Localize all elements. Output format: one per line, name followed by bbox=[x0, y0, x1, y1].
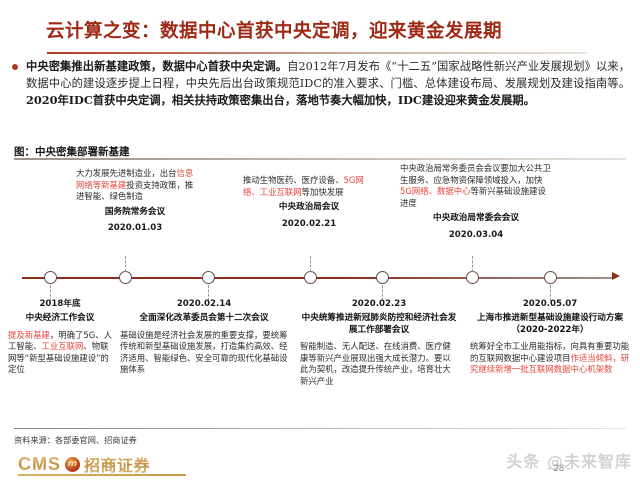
cms-logo: CMS m 招商证券 bbox=[18, 452, 150, 476]
timeline-item-date: 2020.02.14 bbox=[176, 299, 232, 309]
header-divider bbox=[47, 52, 587, 54]
bullet-icon bbox=[12, 64, 18, 70]
timeline-node bbox=[118, 271, 132, 284]
paragraph-rest: 自2012年7月发布《“十二五”国家战略性新兴产业发展规划》以来，数据中心的建设… bbox=[26, 60, 630, 90]
timeline-item-meeting: 上海市推进新型基础设施建设行动方案（2020-2022年） bbox=[476, 313, 624, 335]
timeline-connector bbox=[382, 285, 383, 301]
timeline-node bbox=[303, 271, 317, 284]
timeline-connector bbox=[472, 256, 473, 272]
timeline-item-t-2020-02-21: 推动生物医药、医疗设备、5G网络、工业互联网等加快发展中央政治局会议 2020.0… bbox=[243, 175, 375, 230]
page-title: 云计算之变：数据中心首获中央定调，迎来黄金发展期 bbox=[46, 21, 503, 42]
timeline-connector bbox=[125, 256, 126, 272]
timeline-item-t-2020-05-07: 2020.05.07 上海市推进新型基础设施建设行动方案（2020-2022年） 统… bbox=[470, 298, 630, 376]
timeline-arrow-icon bbox=[612, 272, 620, 280]
timeline-node bbox=[465, 271, 479, 284]
timeline-item-meeting: 中央政治局常委会会议 bbox=[433, 213, 519, 224]
timeline-item-date: 2020.05.07 bbox=[522, 299, 578, 309]
timeline-item-t-2018-end: 2018年底中央经济工作会议提及新基建，明确了5G、人工智能、工业互联网、物联网… bbox=[8, 298, 112, 376]
timeline-item-date: 2020.01.03 bbox=[107, 223, 163, 234]
timeline-item-body: 统筹好全市工业用能指标，向具有重要功能的互联网数据中心建设项目作适当倾斜，研究继… bbox=[470, 341, 630, 375]
paragraph-tail: 2020年IDC首获中央定调，相关扶持政策密集出台，落地节奏大幅加快，IDC建设… bbox=[26, 93, 535, 107]
timeline-axis bbox=[22, 277, 614, 279]
timeline-item-body: 智能制造、无人配送、在线消费、医疗健康等新兴产业展现出强大成长潜力。要以此为契机… bbox=[300, 341, 451, 386]
timeline-item-meeting: 国务院常务会议 bbox=[104, 206, 166, 217]
timeline-item-meeting: 中央统筹推进新冠肺炎防控和经济社会发展工作部署会议 bbox=[301, 313, 457, 335]
footer-divider bbox=[14, 428, 626, 430]
timeline-item-meeting: 中央政治局会议 bbox=[278, 202, 340, 213]
timeline-item-t-2020-03-04: 中央政治局常务委员会会议要加大公共卫生服务、应急物资保障领域投入，加快5G网络、… bbox=[400, 163, 552, 241]
paragraph-lead: 中央密集推出新基建政策，数据中心首获中央定调。 bbox=[26, 59, 288, 73]
timeline-connector bbox=[50, 285, 51, 301]
timeline-item-meeting: 全面深化改革委员会第十二次会议 bbox=[139, 313, 269, 323]
timeline-item-date: 2020.02.23 bbox=[351, 299, 407, 309]
timeline-node bbox=[543, 271, 557, 284]
timeline-item-meeting: 中央经济工作会议 bbox=[25, 313, 95, 323]
timeline-item-body: 大力发展先进制造业，出台信息网络等新基建投资支持政策，推进智能、绿色制造 bbox=[76, 168, 194, 202]
intro-paragraph: 中央密集推出新基建政策，数据中心首获中央定调。自2012年7月发布《“十二五”国… bbox=[26, 58, 630, 110]
timeline-item-t-2020-02-23: 2020.02.23 中央统筹推进新冠肺炎防控和经济社会发展工作部署会议智能制造、… bbox=[300, 298, 458, 388]
timeline-connector bbox=[310, 256, 311, 272]
watermark: 头条 @未来智库 bbox=[506, 452, 632, 471]
logo-chinese-text: 招商证券 bbox=[84, 452, 150, 476]
timeline-item-t-2020-01-03: 大力发展先进制造业，出台信息网络等新基建投资支持政策，推进智能、绿色制造国务院常… bbox=[76, 168, 194, 234]
timeline-item-body: 提及新基建，明确了5G、人工智能、工业互联网、物联网等“新型基础设施建设”的定位 bbox=[8, 329, 112, 375]
timeline-item-body: 推动生物医药、医疗设备、5G网络、工业互联网等加快发展 bbox=[243, 175, 364, 197]
figure-caption: 图：中央密集部署新基建 bbox=[14, 146, 130, 158]
timeline-node bbox=[375, 271, 389, 284]
timeline-item-body: 中央政治局常务委员会会议要加大公共卫生服务、应急物资保障领域投入，加快5G网络、… bbox=[400, 163, 551, 208]
timeline-node bbox=[201, 271, 215, 284]
figure-divider bbox=[14, 158, 626, 160]
intro-paragraph-block: 中央密集推出新基建政策，数据中心首获中央定调。自2012年7月发布《“十二五”国… bbox=[12, 58, 630, 110]
timeline-item-date: 2018年底 bbox=[39, 299, 81, 309]
timeline-connector bbox=[550, 285, 551, 301]
timeline-item-date: 2020.03.04 bbox=[448, 229, 504, 240]
timeline-item-body: 基础设施是经济社会发展的重要支撑，要统筹传统和新型基础设施发展，打造集约高效、经… bbox=[120, 329, 288, 375]
timeline-item-t-2020-02-14: 2020.02.14 全面深化改革委员会第十二次会议基础设施是经济社会发展的重要支… bbox=[120, 298, 288, 376]
source-note: 资料来源：各部委官网、招商证券 bbox=[14, 435, 137, 445]
timeline-node bbox=[43, 271, 57, 284]
timeline-connector bbox=[208, 285, 209, 301]
slide-header: 云计算之变：数据中心首获中央定调，迎来黄金发展期 bbox=[0, 8, 640, 54]
timeline-item-date: 2020.02.21 bbox=[281, 218, 337, 229]
page-number: - 28 - bbox=[547, 464, 570, 474]
logo-latin-text: CMS bbox=[18, 453, 61, 474]
logo-underline bbox=[18, 474, 186, 476]
logo-seal-icon: m bbox=[65, 456, 80, 472]
